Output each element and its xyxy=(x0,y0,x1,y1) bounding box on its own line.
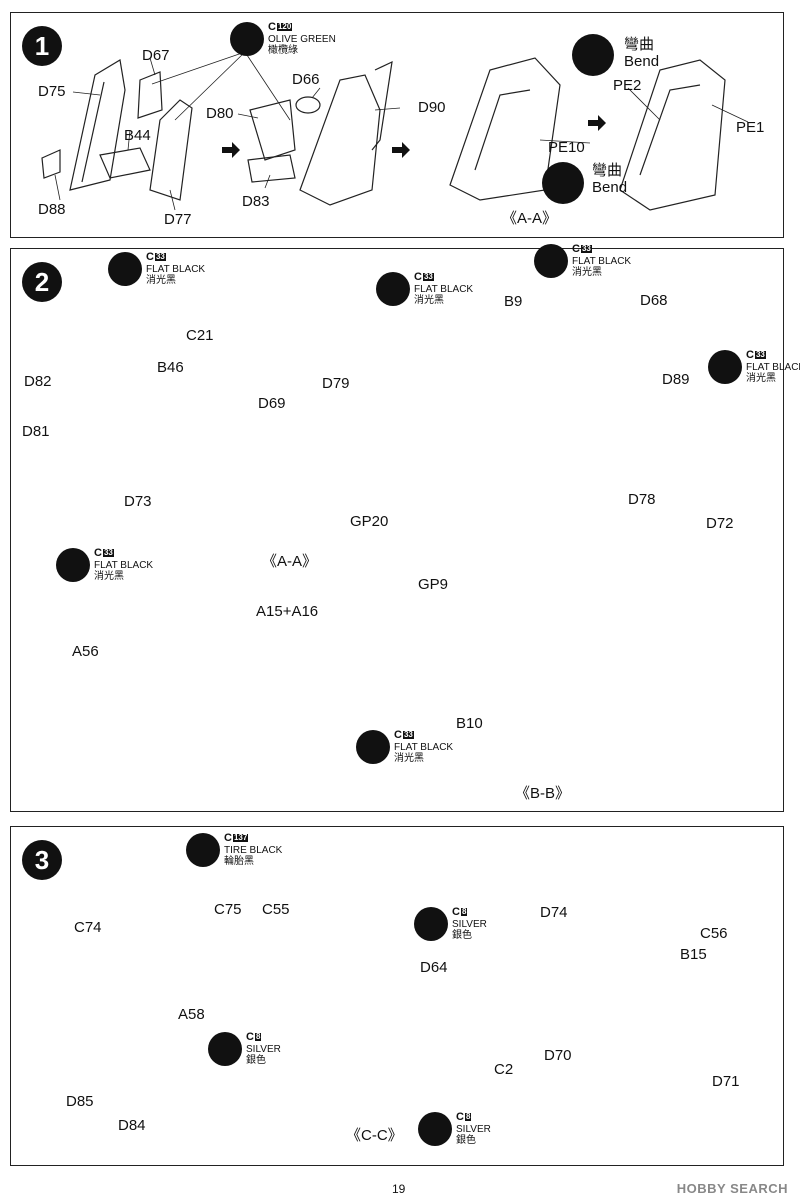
arrow-right-icon xyxy=(392,142,410,158)
part-label: GP9 xyxy=(418,576,449,593)
watermark-logo: HOBBY SEARCH xyxy=(676,1181,788,1196)
paint-brush-icon xyxy=(56,548,90,582)
step-1-number: 1 xyxy=(22,26,62,66)
part-label: D88 xyxy=(38,201,66,218)
part-label: D71 xyxy=(712,1073,740,1090)
step-3-panel xyxy=(10,826,784,1166)
paint-brush-icon xyxy=(414,907,448,941)
bend-icon xyxy=(542,162,584,204)
paint-brush-icon xyxy=(376,272,410,306)
paint-brush-icon xyxy=(418,1112,452,1146)
part-label: B44 xyxy=(124,127,151,144)
part-label: D70 xyxy=(544,1047,572,1064)
seat-final xyxy=(619,59,726,211)
part-label: A58 xyxy=(178,1006,205,1023)
view-label: 《C-C》 xyxy=(346,1127,403,1144)
seat-assembled xyxy=(299,74,381,206)
part-label: D72 xyxy=(706,515,734,532)
paint-brush-icon xyxy=(208,1032,242,1066)
part-label: B9 xyxy=(504,293,523,310)
part-label: A15+A16 xyxy=(256,603,319,620)
footer: 19 HOBBY SEARCH xyxy=(0,1180,800,1200)
part-label: D68 xyxy=(640,292,668,309)
part-label: PE10 xyxy=(548,139,585,156)
part-d90 xyxy=(371,60,393,151)
part-label: D79 xyxy=(322,375,350,392)
step-2-panel xyxy=(10,248,784,812)
seat-side-left xyxy=(69,59,126,191)
paint-brush-icon xyxy=(356,730,390,764)
part-label: D82 xyxy=(24,373,52,390)
part-label: D80 xyxy=(206,105,234,122)
seat-pad-d83 xyxy=(247,154,296,183)
part-label: D78 xyxy=(628,491,656,508)
part-label: A56 xyxy=(72,643,99,660)
part-label: B15 xyxy=(680,946,707,963)
part-label: D75 xyxy=(38,83,66,100)
part-label: C75 xyxy=(214,901,242,918)
part-label: D84 xyxy=(118,1117,146,1134)
view-label: 《B-B》 xyxy=(515,785,571,802)
seat-side-right xyxy=(149,99,193,201)
seat-base-b44 xyxy=(99,147,151,179)
paint-brush-icon xyxy=(708,350,742,384)
paint-brush-icon xyxy=(534,244,568,278)
step-2-number: 2 xyxy=(22,262,62,302)
paint-brush-icon xyxy=(108,252,142,286)
bend-icon xyxy=(572,34,614,76)
part-label: D67 xyxy=(142,47,170,64)
arrow-right-icon xyxy=(222,142,240,158)
seat-aa-view xyxy=(449,57,561,201)
part-label: D74 xyxy=(540,904,568,921)
seat-headrest xyxy=(137,71,163,119)
part-label: B46 xyxy=(157,359,184,376)
part-label: D69 xyxy=(258,395,286,412)
part-label: D89 xyxy=(662,371,690,388)
part-label: D85 xyxy=(66,1093,94,1110)
page-number: 19 xyxy=(392,1182,406,1196)
step-3-number: 3 xyxy=(22,840,62,880)
paint-brush-icon xyxy=(186,833,220,867)
part-label: C55 xyxy=(262,901,290,918)
arrow-right-icon xyxy=(588,115,606,131)
part-label: PE1 xyxy=(736,119,765,136)
part-d66 xyxy=(295,96,321,114)
view-ref-label: 《A-A》 xyxy=(262,553,318,570)
part-label: D73 xyxy=(124,493,152,510)
part-label: D66 xyxy=(292,71,320,88)
part-label: D81 xyxy=(22,423,50,440)
part-label: D83 xyxy=(242,193,270,210)
part-label: B10 xyxy=(456,715,483,732)
part-label: GP20 xyxy=(350,513,389,530)
part-label: D90 xyxy=(418,99,446,116)
part-label: D77 xyxy=(164,211,192,228)
view-label: 《A-A》 xyxy=(502,210,558,227)
part-label: C2 xyxy=(494,1061,514,1078)
seat-cushion-d80 xyxy=(249,99,296,161)
part-label: C21 xyxy=(186,327,214,344)
part-label: C74 xyxy=(74,919,102,936)
step-1-panel xyxy=(10,12,784,238)
part-label: D64 xyxy=(420,959,448,976)
part-label: PE2 xyxy=(613,77,642,94)
paint-brush-icon xyxy=(230,22,264,56)
part-label: C56 xyxy=(700,925,728,942)
